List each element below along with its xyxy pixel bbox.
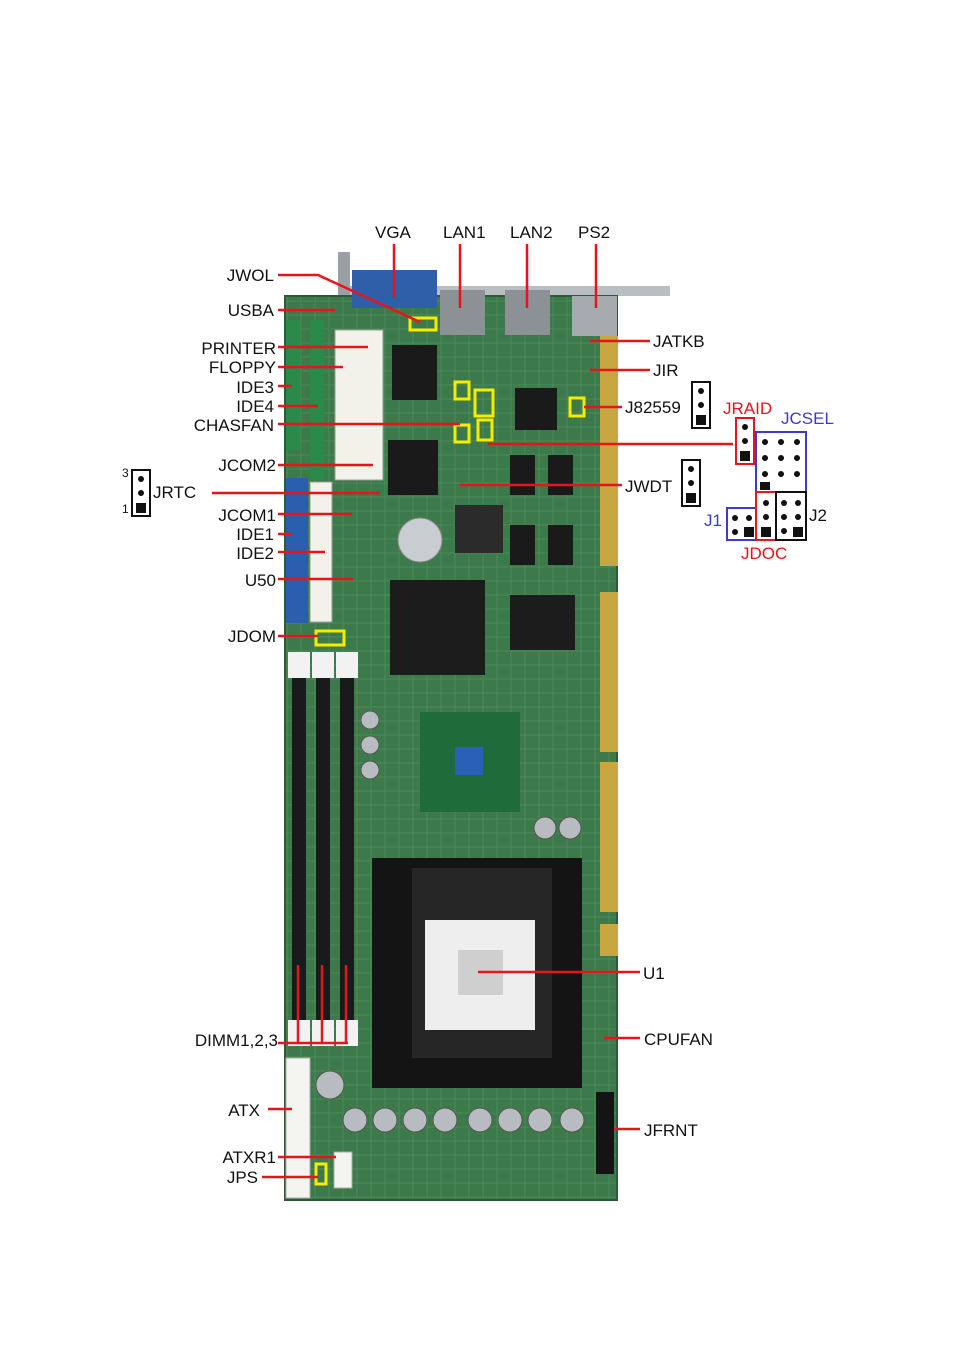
label-printer: PRINTER bbox=[201, 339, 276, 358]
ide4-connector bbox=[310, 320, 324, 480]
chip bbox=[510, 455, 535, 495]
chip bbox=[388, 440, 438, 495]
label-j1: J1 bbox=[704, 511, 722, 530]
label-j2: J2 bbox=[809, 506, 827, 525]
label-jraid: JRAID bbox=[723, 399, 773, 418]
label-jcom1: JCOM1 bbox=[218, 506, 276, 525]
j1-jumper bbox=[726, 507, 758, 541]
label-jrtc-pin3: 3 bbox=[122, 466, 129, 480]
label-jrtc-pin1: 1 bbox=[122, 502, 129, 516]
label-jwol: JWOL bbox=[226, 266, 274, 285]
label-jdom: JDOM bbox=[227, 627, 276, 646]
jwdt-jumper bbox=[681, 459, 701, 507]
chip bbox=[548, 455, 573, 495]
chip bbox=[510, 525, 535, 565]
jdoc-jumper bbox=[755, 491, 777, 541]
chipset-sis bbox=[390, 580, 485, 675]
j2-jumper bbox=[775, 491, 807, 541]
label-dimm: DIMM1,2,3 bbox=[194, 1031, 278, 1050]
lan1-connector bbox=[440, 290, 485, 335]
label-lan1: LAN1 bbox=[443, 223, 486, 242]
northbridge-die bbox=[455, 747, 483, 775]
jraid-jumper bbox=[735, 417, 755, 465]
jumper-highlights bbox=[314, 316, 586, 1186]
label-jrtc: JRTC bbox=[153, 483, 197, 502]
label-u1: U1 bbox=[643, 964, 665, 983]
battery bbox=[397, 517, 443, 563]
label-jdoc: JDOC bbox=[741, 544, 788, 563]
label-jcsel: JCSEL bbox=[781, 409, 834, 428]
label-jps: JPS bbox=[226, 1168, 258, 1187]
edge-connector bbox=[600, 336, 618, 956]
label-atxr1: ATXR1 bbox=[222, 1148, 276, 1167]
label-jir: JIR bbox=[653, 361, 679, 380]
printer-floppy-connector bbox=[334, 329, 384, 481]
j82559-jumper bbox=[691, 381, 711, 429]
jrtc-jumper bbox=[131, 469, 151, 517]
label-cpufan: CPUFAN bbox=[644, 1030, 713, 1049]
label-jfrnt: JFRNT bbox=[644, 1121, 698, 1140]
label-ide2: IDE2 bbox=[236, 544, 274, 563]
label-lan2: LAN2 bbox=[510, 223, 553, 242]
label-atx: ATX bbox=[228, 1101, 260, 1120]
atxr1-connector bbox=[333, 1151, 353, 1189]
label-floppy: FLOPPY bbox=[208, 358, 276, 377]
label-vga: VGA bbox=[375, 223, 411, 242]
ps2-connector bbox=[572, 296, 617, 336]
label-jatkb: JATKB bbox=[653, 332, 705, 351]
label-jcom2: JCOM2 bbox=[218, 456, 276, 475]
dimm-slots bbox=[288, 652, 358, 1046]
chip bbox=[392, 345, 437, 400]
chip bbox=[515, 388, 557, 430]
bios-chip bbox=[455, 505, 503, 553]
label-usba: USBA bbox=[227, 301, 274, 320]
label-u50: U50 bbox=[244, 571, 276, 590]
label-ide1: IDE1 bbox=[236, 525, 274, 544]
label-j82559: J82559 bbox=[625, 398, 681, 417]
label-ide3: IDE3 bbox=[236, 378, 274, 397]
chip bbox=[510, 595, 575, 650]
label-ps2: PS2 bbox=[578, 223, 611, 242]
ide3-connector bbox=[286, 320, 300, 450]
ide1-connector bbox=[286, 478, 308, 623]
label-chasfan: CHASFAN bbox=[193, 416, 274, 435]
capacitors bbox=[315, 710, 585, 1133]
label-ide4: IDE4 bbox=[236, 397, 274, 416]
jfrnt-header bbox=[596, 1092, 614, 1174]
chip bbox=[548, 525, 573, 565]
leader-lines bbox=[212, 244, 733, 1179]
jcsel-jumper bbox=[755, 431, 807, 493]
label-jwdt: JWDT bbox=[625, 477, 673, 496]
atx-connector bbox=[285, 1057, 311, 1199]
